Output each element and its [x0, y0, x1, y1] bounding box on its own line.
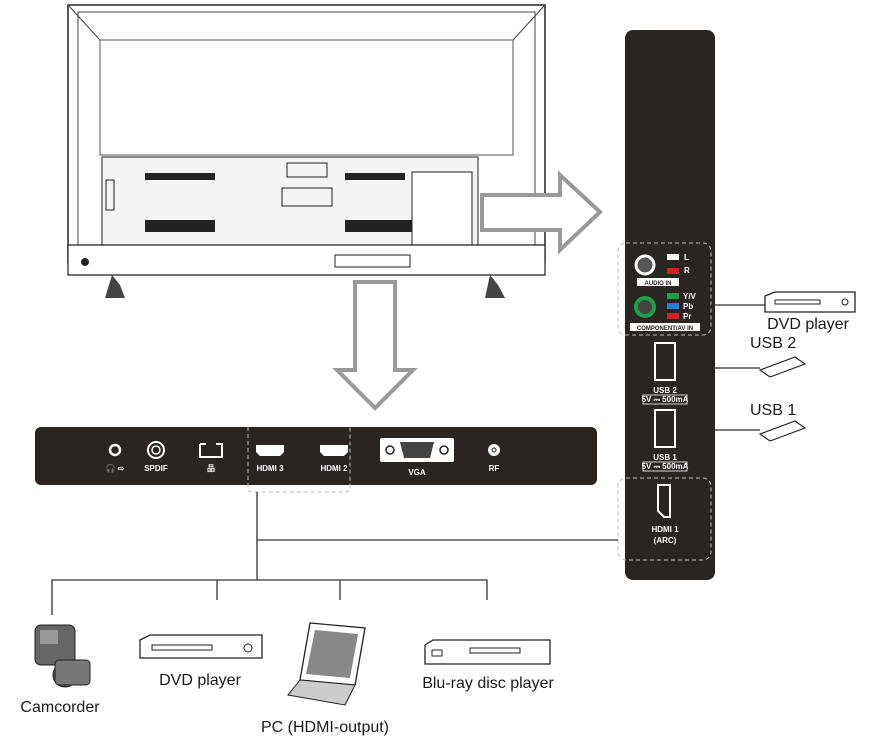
svg-text:DVD player: DVD player: [767, 316, 849, 333]
audio-in-port[interactable]: L R AUDIO IN: [634, 253, 690, 287]
arrow-down-icon: [332, 280, 418, 411]
svg-text:Blu-ray disc player: Blu-ray disc player: [422, 675, 554, 692]
bluray-player: Blu-ray disc player: [422, 639, 554, 692]
hdmi2-port[interactable]: HDMI 2: [320, 445, 348, 473]
svg-text:Camcorder: Camcorder: [20, 699, 100, 716]
spdif-port[interactable]: SPDIF: [144, 441, 168, 473]
svg-text:HDMI 1: HDMI 1: [651, 525, 679, 534]
svg-text:L: L: [684, 253, 689, 262]
svg-text:USB 2: USB 2: [750, 335, 796, 352]
usb1-stick: USB 1: [750, 402, 807, 442]
dvd-player: DVD player: [139, 634, 263, 689]
arrow-right-icon: [480, 170, 603, 255]
connection-wires: [51, 304, 765, 615]
svg-text:AUDIO IN: AUDIO IN: [645, 281, 672, 287]
hdmi3-port[interactable]: HDMI 3: [256, 445, 284, 473]
usb2-port[interactable]: USB 2 5V ⎓ 500mA: [642, 342, 689, 405]
svg-text:COMPONENT/AV IN: COMPONENT/AV IN: [637, 326, 693, 332]
svg-text:(ARC): (ARC): [654, 536, 677, 545]
svg-text:5V ⎓ 500mA: 5V ⎓ 500mA: [642, 395, 689, 404]
svg-text:Pb: Pb: [683, 302, 693, 311]
usb2-stick: USB 2: [750, 335, 807, 378]
headphone-icon: 🎧 ⇨: [106, 463, 125, 473]
rf-port[interactable]: RF: [488, 444, 500, 473]
svg-text:Y/V: Y/V: [683, 292, 697, 301]
svg-text:HDMI 3: HDMI 3: [256, 464, 284, 473]
side-panel: L R AUDIO IN Y/V Pb Pr COMPONENT/AV IN U…: [617, 30, 715, 580]
svg-text:PC (HDMI-output): PC (HDMI-output): [261, 719, 389, 736]
svg-text:R: R: [684, 266, 690, 275]
laptop-pc: PC (HDMI-output): [261, 622, 389, 736]
network-icon: 品: [207, 464, 215, 473]
bottom-panel: 🎧 ⇨ SPDIF 品 HDMI 3 HDMI 2 VGA RF: [35, 427, 597, 493]
svg-text:Pr: Pr: [683, 312, 691, 321]
headphone-port[interactable]: 🎧 ⇨: [106, 443, 125, 473]
hdmi1-arc-port[interactable]: HDMI 1 (ARC): [651, 484, 679, 545]
svg-text:USB 1: USB 1: [653, 453, 677, 462]
svg-text:RF: RF: [489, 464, 500, 473]
usb1-port[interactable]: USB 1 5V ⎓ 500mA: [642, 409, 689, 472]
svg-text:VGA: VGA: [408, 468, 426, 477]
svg-text:SPDIF: SPDIF: [144, 464, 168, 473]
lan-port[interactable]: 品: [199, 443, 223, 473]
svg-text:HDMI 2: HDMI 2: [320, 464, 348, 473]
svg-text:DVD player: DVD player: [159, 672, 241, 689]
camcorder: Camcorder: [20, 624, 100, 716]
svg-text:5V ⎓ 500mA: 5V ⎓ 500mA: [642, 462, 689, 471]
tv-back-view: [67, 4, 546, 298]
vga-port[interactable]: VGA: [380, 438, 454, 477]
dvd-player-right: DVD player: [764, 291, 856, 333]
svg-text:USB 2: USB 2: [653, 386, 677, 395]
component-av-in-port[interactable]: Y/V Pb Pr COMPONENT/AV IN: [630, 292, 700, 332]
svg-text:USB 1: USB 1: [750, 402, 796, 419]
